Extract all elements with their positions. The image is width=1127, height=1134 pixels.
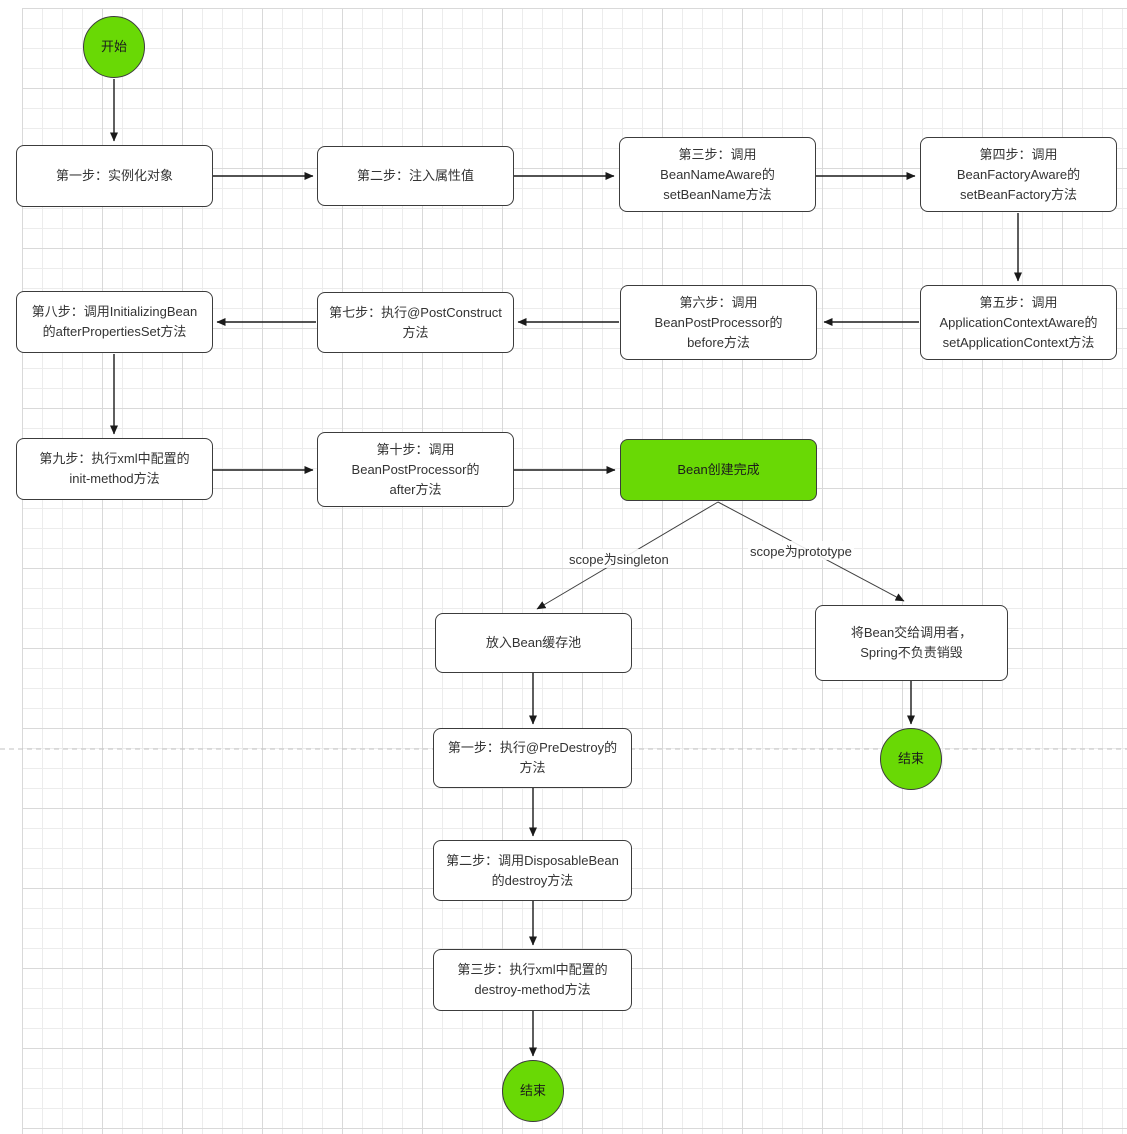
node-step9[interactable]: 第九步：执行xml中配置的 init-method方法 — [16, 438, 213, 500]
node-step10[interactable]: 第十步：调用 BeanPostProcessor的 after方法 — [317, 432, 514, 507]
node-step2-label: 第二步：注入属性值 — [356, 168, 474, 183]
node-destroy3-label: 第三步：执行xml中配置的 destroy-method方法 — [457, 962, 608, 997]
node-end-singleton[interactable]: 结束 — [502, 1060, 564, 1122]
node-step3-label: 第三步：调用 BeanNameAware的 setBeanName方法 — [660, 146, 775, 202]
node-hand-over-label: 将Bean交给调用者， Spring不负责销毁 — [850, 625, 973, 660]
node-step8[interactable]: 第八步：调用InitializingBean 的afterPropertiesS… — [16, 291, 213, 353]
node-end-prototype[interactable]: 结束 — [880, 728, 942, 790]
node-destroy2[interactable]: 第二步：调用DisposableBean 的destroy方法 — [433, 840, 632, 901]
node-step6-label: 第六步：调用 BeanPostProcessor的 before方法 — [654, 294, 783, 350]
node-step2[interactable]: 第二步：注入属性值 — [317, 146, 514, 206]
node-step10-label: 第十步：调用 BeanPostProcessor的 after方法 — [351, 441, 480, 497]
node-bean-created[interactable]: Bean创建完成 — [620, 439, 817, 501]
node-hand-over[interactable]: 将Bean交给调用者， Spring不负责销毁 — [815, 605, 1008, 681]
node-end-singleton-label: 结束 — [519, 1083, 546, 1098]
node-step5[interactable]: 第五步：调用 ApplicationContextAware的 setAppli… — [920, 285, 1117, 360]
edge-label-singleton: scope为singleton — [567, 549, 671, 568]
node-destroy2-label: 第二步：调用DisposableBean 的destroy方法 — [446, 852, 619, 888]
node-cache-pool[interactable]: 放入Bean缓存池 — [435, 613, 632, 673]
node-step1-label: 第一步：实例化对象 — [55, 168, 173, 183]
node-step5-label: 第五步：调用 ApplicationContextAware的 setAppli… — [939, 294, 1098, 350]
node-start[interactable]: 开始 — [83, 16, 145, 78]
node-start-label: 开始 — [100, 39, 127, 54]
node-step7[interactable]: 第七步：执行@PostConstruct 方法 — [317, 292, 514, 353]
node-step4-label: 第四步：调用 BeanFactoryAware的 setBeanFactory方… — [956, 146, 1081, 202]
node-step7-label: 第七步：执行@PostConstruct 方法 — [329, 304, 502, 340]
node-destroy1-label: 第一步：执行@PreDestroy的 方法 — [447, 740, 618, 775]
node-end-prototype-label: 结束 — [897, 751, 924, 766]
node-destroy3[interactable]: 第三步：执行xml中配置的 destroy-method方法 — [433, 949, 632, 1011]
node-step3[interactable]: 第三步：调用 BeanNameAware的 setBeanName方法 — [619, 137, 816, 212]
node-step8-label: 第八步：调用InitializingBean 的afterPropertiesS… — [31, 304, 198, 339]
edge-label-prototype: scope为prototype — [748, 541, 854, 560]
node-step1[interactable]: 第一步：实例化对象 — [16, 145, 213, 207]
node-destroy1[interactable]: 第一步：执行@PreDestroy的 方法 — [433, 728, 632, 788]
node-step6[interactable]: 第六步：调用 BeanPostProcessor的 before方法 — [620, 285, 817, 360]
node-step9-label: 第九步：执行xml中配置的 init-method方法 — [39, 451, 190, 486]
node-bean-created-label: Bean创建完成 — [677, 462, 760, 477]
node-cache-pool-label: 放入Bean缓存池 — [485, 635, 582, 650]
node-step4[interactable]: 第四步：调用 BeanFactoryAware的 setBeanFactory方… — [920, 137, 1117, 212]
